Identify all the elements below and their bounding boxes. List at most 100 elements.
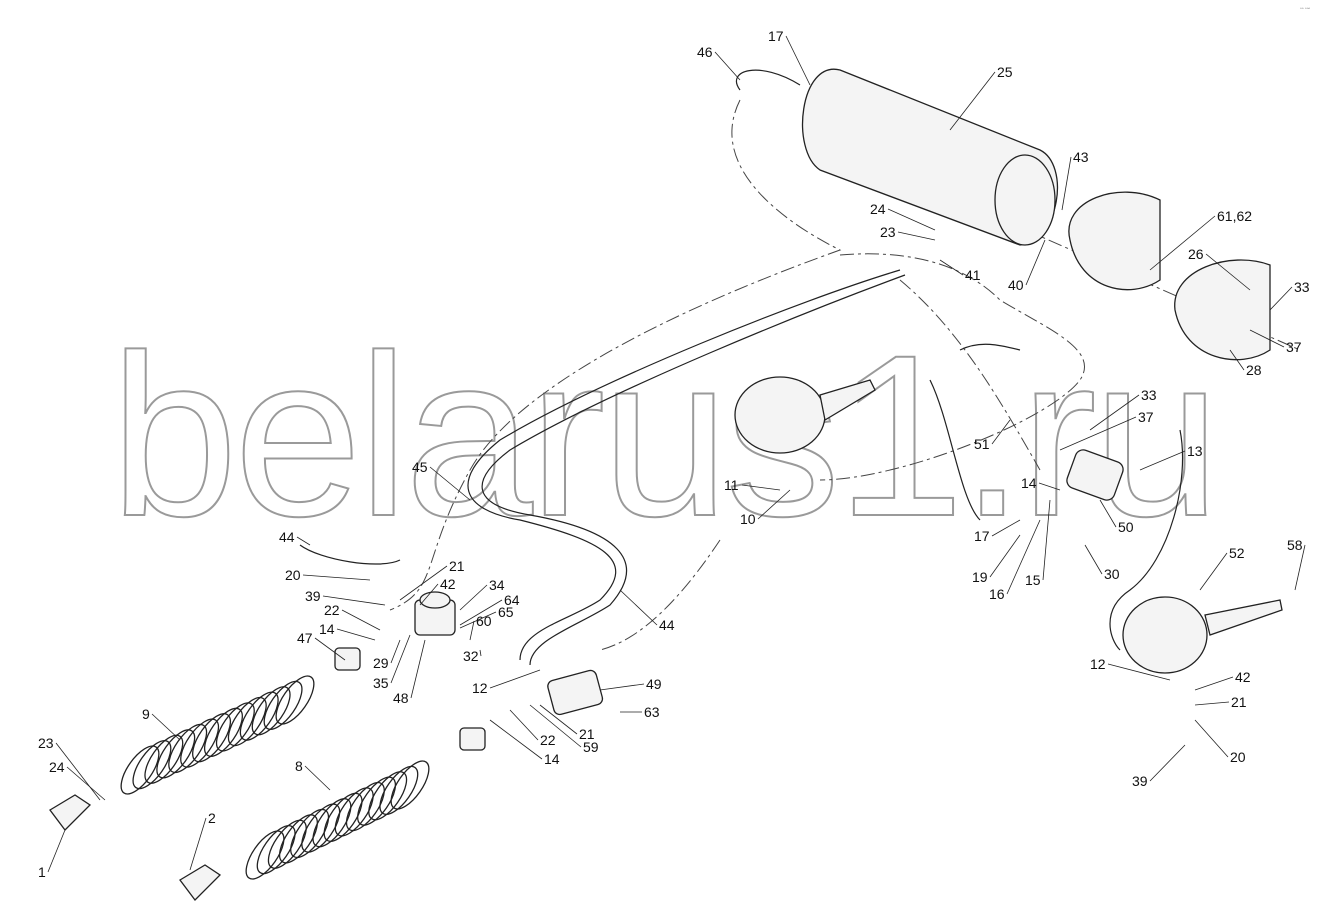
callout-14: 14 bbox=[1021, 475, 1037, 491]
leader-line bbox=[189, 817, 207, 871]
leader-line bbox=[1249, 329, 1285, 348]
callout-34: 34 bbox=[489, 577, 505, 593]
callout-25: 25 bbox=[997, 64, 1013, 80]
coil-turn bbox=[192, 713, 232, 763]
leader-line bbox=[459, 584, 488, 611]
leader-line bbox=[399, 565, 448, 601]
coil-turn bbox=[227, 696, 267, 747]
coil-turn bbox=[390, 760, 430, 810]
callout-33: 33 bbox=[1294, 279, 1310, 295]
leader-line bbox=[1099, 499, 1117, 528]
callout-48: 48 bbox=[393, 690, 409, 706]
leader-line bbox=[991, 519, 1021, 537]
leader-line bbox=[1149, 215, 1216, 271]
callout-1: 1 bbox=[38, 864, 46, 880]
leader-line bbox=[529, 704, 582, 748]
coil-turn bbox=[323, 792, 363, 842]
callout-20: 20 bbox=[285, 567, 301, 583]
leader-line bbox=[302, 574, 371, 581]
callout-51: 51 bbox=[974, 436, 990, 452]
leader-line bbox=[1042, 499, 1051, 581]
callout-61-62: 61,62 bbox=[1217, 208, 1252, 224]
callout-47: 47 bbox=[297, 630, 313, 646]
callout-39: 39 bbox=[305, 588, 321, 604]
callout-39: 39 bbox=[1132, 773, 1148, 789]
leader-line bbox=[1006, 519, 1041, 595]
valves bbox=[334, 449, 1124, 751]
callout-41: 41 bbox=[965, 267, 981, 283]
callout-37: 37 bbox=[1138, 409, 1154, 425]
leader-line bbox=[1089, 394, 1140, 431]
callout-14: 14 bbox=[319, 621, 335, 637]
leader-line bbox=[991, 419, 1011, 445]
coil-turn bbox=[312, 798, 352, 848]
leader-line bbox=[1107, 663, 1171, 681]
leader-line bbox=[296, 536, 311, 546]
callout-15: 15 bbox=[1025, 572, 1041, 588]
brake-chambers bbox=[734, 376, 1283, 674]
callout-24: 24 bbox=[49, 759, 65, 775]
coil-turn bbox=[168, 723, 208, 774]
callout-12: 12 bbox=[472, 680, 488, 696]
coil-turn bbox=[290, 808, 330, 859]
callout-37: 37 bbox=[1286, 339, 1302, 355]
coil-turn bbox=[245, 830, 285, 880]
callout-42: 42 bbox=[1235, 669, 1251, 685]
callout-26: 26 bbox=[1188, 246, 1204, 262]
callout-14: 14 bbox=[544, 751, 560, 767]
coil-turn bbox=[180, 718, 220, 768]
coil-turn bbox=[357, 776, 397, 826]
callout-65: 65 bbox=[498, 604, 514, 620]
couplings bbox=[49, 794, 222, 901]
leader-line bbox=[66, 766, 106, 801]
callout-19: 19 bbox=[972, 569, 988, 585]
callout-49: 49 bbox=[646, 676, 662, 692]
callout-17: 17 bbox=[974, 528, 990, 544]
pipes bbox=[299, 69, 1184, 666]
leader-line bbox=[539, 704, 578, 735]
coil-turn bbox=[379, 765, 419, 815]
leader-line bbox=[989, 534, 1021, 578]
coil-turn bbox=[239, 691, 279, 741]
callout-22: 22 bbox=[540, 732, 556, 748]
leader-line bbox=[1038, 482, 1061, 491]
callout-29: 29 bbox=[373, 655, 389, 671]
coil-turn bbox=[256, 825, 296, 875]
leader-line bbox=[619, 589, 658, 626]
leader-line bbox=[390, 634, 411, 684]
leader-line bbox=[419, 583, 439, 606]
callout-2: 2 bbox=[208, 810, 216, 826]
callout-44: 44 bbox=[279, 529, 295, 545]
callout-45: 45 bbox=[412, 459, 428, 475]
leader-line bbox=[1205, 253, 1251, 291]
leader-line bbox=[1269, 286, 1293, 311]
leader-line bbox=[757, 489, 791, 520]
leader-line bbox=[599, 683, 645, 691]
callout-20: 20 bbox=[1230, 749, 1246, 765]
leader-line bbox=[949, 71, 996, 131]
leader-line bbox=[509, 709, 539, 741]
coil-turn bbox=[144, 734, 184, 784]
leader-line bbox=[1194, 676, 1234, 691]
coil-turn bbox=[251, 686, 291, 736]
callout-8: 8 bbox=[295, 758, 303, 774]
coil-turn bbox=[334, 787, 374, 837]
callout-32: 32 bbox=[463, 648, 479, 664]
callout-43: 43 bbox=[1073, 149, 1089, 165]
leader-line bbox=[1084, 544, 1103, 575]
coil-turn bbox=[120, 745, 160, 795]
callout-9: 9 bbox=[142, 706, 150, 722]
leader-line bbox=[1194, 701, 1230, 706]
leader-line bbox=[1025, 239, 1046, 286]
coil-turn bbox=[203, 707, 243, 757]
leader-line bbox=[939, 259, 964, 276]
callout-35: 35 bbox=[373, 675, 389, 691]
callout-28: 28 bbox=[1246, 362, 1262, 378]
leader-line bbox=[489, 719, 543, 760]
callout-58: 58 bbox=[1287, 537, 1303, 553]
leader-line bbox=[714, 51, 741, 81]
callout-12: 12 bbox=[1090, 656, 1106, 672]
corner-mark: ▫▫ ▫▫▫ bbox=[1300, 6, 1310, 12]
callout-23: 23 bbox=[880, 224, 896, 240]
